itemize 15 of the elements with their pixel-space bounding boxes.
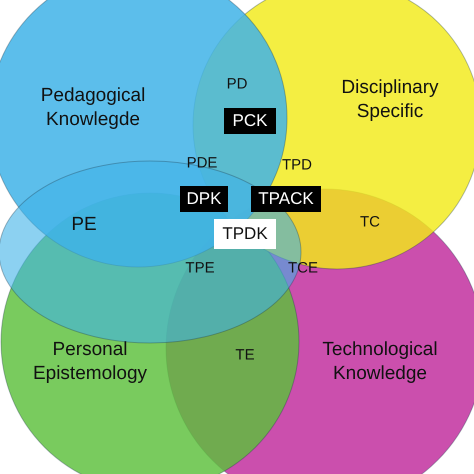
region-label: PD (226, 76, 248, 92)
circle-label: Pedagogical Knowlegde (40, 84, 146, 132)
circle-label: Disciplinary Specific (340, 76, 440, 124)
circle-label: Technological Knowledge (321, 338, 439, 386)
region-label: TCE (288, 260, 318, 276)
region-label: TC (360, 214, 380, 230)
term-tag: PCK (224, 108, 276, 134)
region-label: TPD (282, 156, 312, 174)
region-label: TE (235, 346, 255, 364)
term-tag: TPDK (214, 219, 276, 249)
circle-label: PE (70, 213, 98, 237)
term-tag: DPK (180, 186, 228, 212)
region-label: TPE (185, 260, 215, 276)
circle-label: Personal Epistemology (32, 338, 148, 386)
region-label: PDE (186, 154, 218, 172)
